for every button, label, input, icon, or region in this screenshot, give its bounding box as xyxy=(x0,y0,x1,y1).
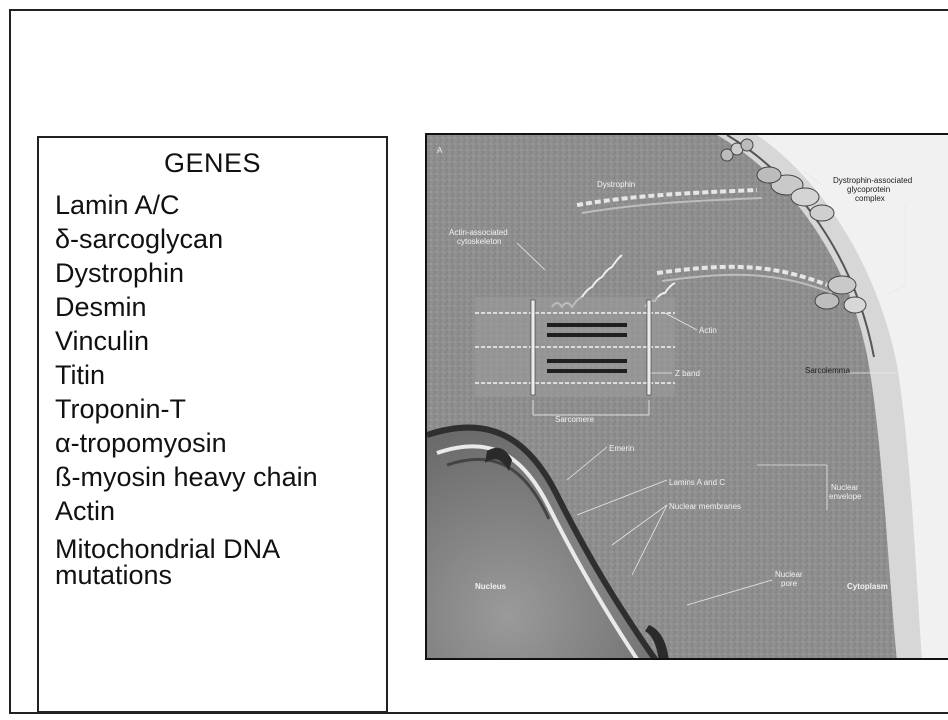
label-dgc-2: glycoprotein xyxy=(847,185,890,194)
label-actin-cytoskeleton-1: Actin-associated xyxy=(449,228,508,237)
cell-diagram: A Dystrophin Dystrophin-associated glyco… xyxy=(425,133,948,660)
genes-title: GENES xyxy=(39,148,386,179)
genes-panel: GENES Lamin A/C δ-sarcoglycan Dystrophin… xyxy=(37,136,388,713)
gene-list: Lamin A/C δ-sarcoglycan Dystrophin Desmi… xyxy=(55,188,375,588)
label-nucleus: Nucleus xyxy=(475,582,507,591)
label-z-band: Z band xyxy=(675,369,700,378)
gene-item: Mitochondrial DNA mutations xyxy=(55,536,375,588)
gene-item: α-tropomyosin xyxy=(55,426,375,460)
gene-item: ß-myosin heavy chain xyxy=(55,460,375,494)
label-nuclear-envelope-1: Nuclear xyxy=(831,483,859,492)
cell-diagram-svg: A Dystrophin Dystrophin-associated glyco… xyxy=(427,135,948,660)
label-lamins: Lamins A and C xyxy=(669,478,725,487)
label-nuclear-envelope-2: envelope xyxy=(829,492,862,501)
label-nuclear-pore-2: pore xyxy=(781,579,798,588)
label-dystrophin: Dystrophin xyxy=(597,180,635,189)
label-sarcolemma: Sarcolemma xyxy=(805,366,850,375)
gene-item: Desmin xyxy=(55,290,375,324)
panel-letter: A xyxy=(437,146,443,155)
label-sarcomere: Sarcomere xyxy=(555,415,595,424)
label-actin-cytoskeleton-2: cytoskeleton xyxy=(457,237,501,246)
label-cytoplasm: Cytoplasm xyxy=(847,582,888,591)
label-emerin: Emerin xyxy=(609,444,634,453)
gene-item: Troponin-T xyxy=(55,392,375,426)
label-nuclear-membranes: Nuclear membranes xyxy=(669,502,741,511)
label-dgc-1: Dystrophin-associated xyxy=(833,176,912,185)
gene-item: Actin xyxy=(55,494,375,528)
gene-item: Lamin A/C xyxy=(55,188,375,222)
gene-item: Dystrophin xyxy=(55,256,375,290)
gene-item: Vinculin xyxy=(55,324,375,358)
gene-item: Titin xyxy=(55,358,375,392)
label-actin: Actin xyxy=(699,326,717,335)
label-dgc-3: complex xyxy=(855,194,885,203)
gene-item: δ-sarcoglycan xyxy=(55,222,375,256)
label-nuclear-pore-1: Nuclear xyxy=(775,570,803,579)
